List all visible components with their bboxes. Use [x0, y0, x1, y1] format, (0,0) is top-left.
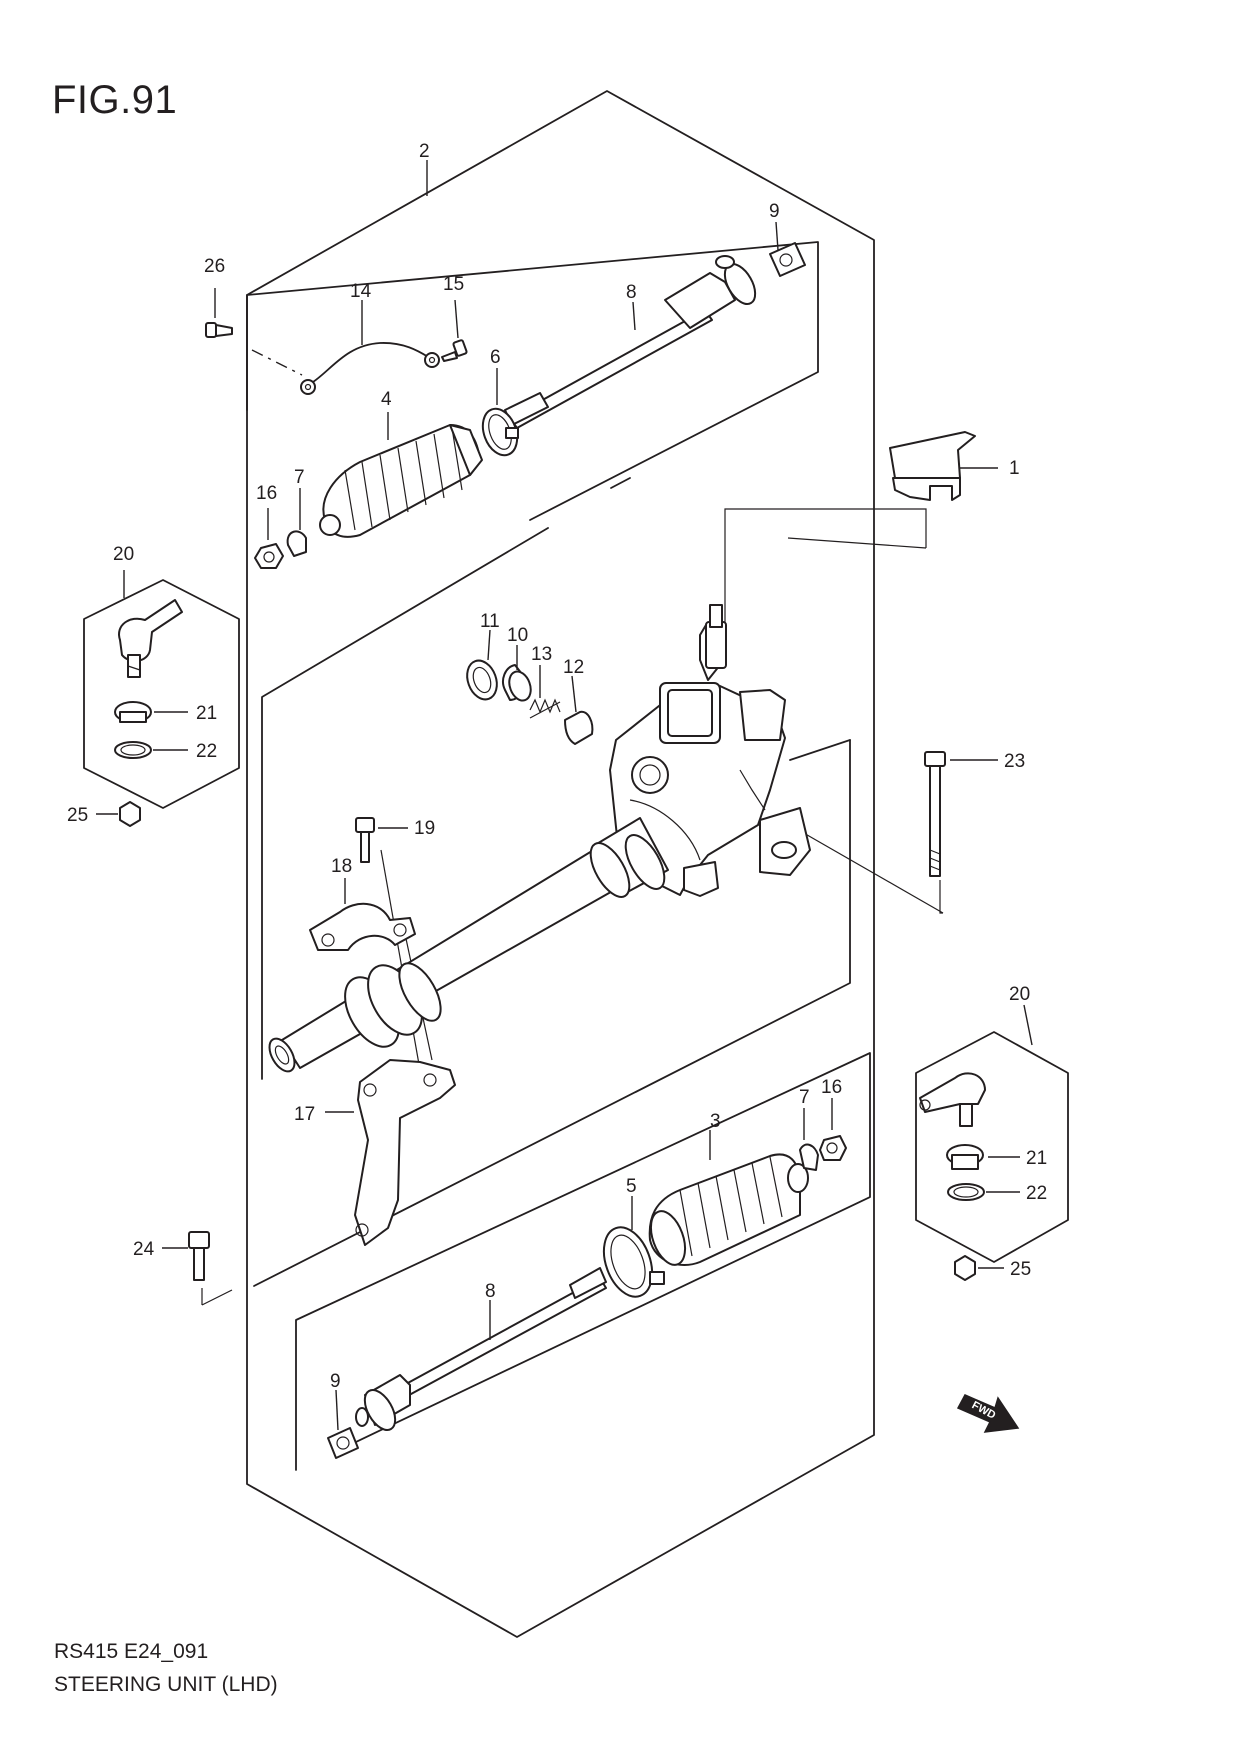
bellows-boot-part-4	[319, 412, 483, 538]
tie-rod-end-part-20-right	[919, 1072, 986, 1127]
bolt-part-19	[355, 817, 408, 863]
callout-8-upper: 8	[626, 282, 637, 303]
lock-washer-part-9-upper	[769, 221, 806, 277]
callout-25-left: 25	[67, 805, 88, 826]
nut-part-25-left	[96, 801, 141, 827]
boot-part-21-right	[946, 1144, 1020, 1170]
tie-rod-end-group-left	[83, 570, 240, 809]
callout-15: 15	[443, 274, 464, 295]
tie-rod-end-part-20-left	[118, 599, 183, 678]
callout-8-lower: 8	[485, 1281, 496, 1302]
callout-13: 13	[531, 644, 552, 665]
callout-16-lower: 16	[821, 1077, 842, 1098]
callout-24: 24	[133, 1239, 155, 1260]
callout-25-right: 25	[1010, 1259, 1031, 1280]
ring-part-22-right	[947, 1183, 1020, 1201]
tie-rod-end-group-right	[915, 1004, 1069, 1263]
callout-21-right: 21	[1026, 1148, 1047, 1169]
tie-rod-part-8-lower	[355, 1267, 607, 1431]
callout-22-right: 22	[1026, 1183, 1047, 1204]
rack-tube	[268, 817, 669, 1073]
boot-clamp-part-6	[481, 368, 519, 457]
drawing-caption: STEERING UNIT (LHD)	[54, 1673, 278, 1696]
callout-9-upper: 9	[769, 201, 780, 222]
bolt-part-23	[924, 751, 998, 877]
boot-clamp-part-5	[602, 1196, 665, 1298]
callout-14: 14	[350, 281, 372, 302]
callout-9-lower: 9	[330, 1371, 341, 1392]
callout-10: 10	[507, 625, 528, 646]
bolt-part-26	[205, 288, 233, 338]
callout-7-upper: 7	[294, 467, 305, 488]
clip-part-7-upper	[286, 488, 307, 557]
ground-cable-part-14	[300, 300, 440, 395]
bellows-boot-part-3	[648, 1130, 809, 1266]
lock-washer-part-9-lower	[327, 1389, 359, 1459]
callout-4: 4	[381, 389, 392, 410]
bracket-part-18	[309, 878, 416, 951]
callout-16-upper: 16	[256, 483, 277, 504]
nut-part-16-lower	[819, 1098, 847, 1161]
cover-part-1	[889, 431, 998, 501]
boot-part-21-left	[114, 701, 188, 723]
callout-labels: 1 2 3 4 5 6 7 7 8 8 9 9 10 11 12 13 14 1…	[67, 141, 1047, 1392]
callout-18: 18	[331, 856, 352, 877]
callout-5: 5	[626, 1176, 637, 1197]
assembly-outline	[246, 90, 875, 1638]
callout-22-left: 22	[196, 741, 217, 762]
figure-title: FIG.91	[52, 78, 178, 122]
spring-part-13	[529, 665, 561, 719]
drawing-code: RS415 E24_091	[54, 1640, 209, 1663]
callout-21-left: 21	[196, 703, 217, 724]
callout-1: 1	[1009, 458, 1020, 479]
ring-part-11	[466, 629, 498, 701]
callout-11: 11	[480, 611, 500, 632]
callout-12: 12	[563, 657, 584, 678]
bracket-part-17	[325, 1059, 456, 1246]
bolt-part-15	[441, 299, 468, 362]
callout-20-left: 20	[113, 544, 134, 565]
reference-lines	[201, 349, 944, 1306]
callout-20-right: 20	[1009, 984, 1030, 1005]
callout-3: 3	[710, 1111, 721, 1132]
ring-part-22-left	[114, 741, 188, 759]
plug-part-10	[502, 645, 532, 702]
clip-part-7-lower	[799, 1108, 819, 1171]
fwd-arrow-icon: FWD	[956, 1394, 1020, 1433]
callout-26: 26	[204, 256, 225, 277]
bolt-part-24	[162, 1231, 210, 1281]
callout-17: 17	[294, 1104, 315, 1125]
yoke-part-12	[564, 675, 594, 745]
callout-23: 23	[1004, 751, 1025, 772]
nut-part-16-upper	[254, 508, 284, 569]
callout-2: 2	[419, 141, 430, 162]
callout-7-lower: 7	[799, 1087, 810, 1108]
callout-6: 6	[490, 347, 501, 368]
nut-part-25-right	[954, 1255, 1004, 1281]
callout-19: 19	[414, 818, 435, 839]
tie-rod-part-8-upper	[504, 255, 757, 429]
